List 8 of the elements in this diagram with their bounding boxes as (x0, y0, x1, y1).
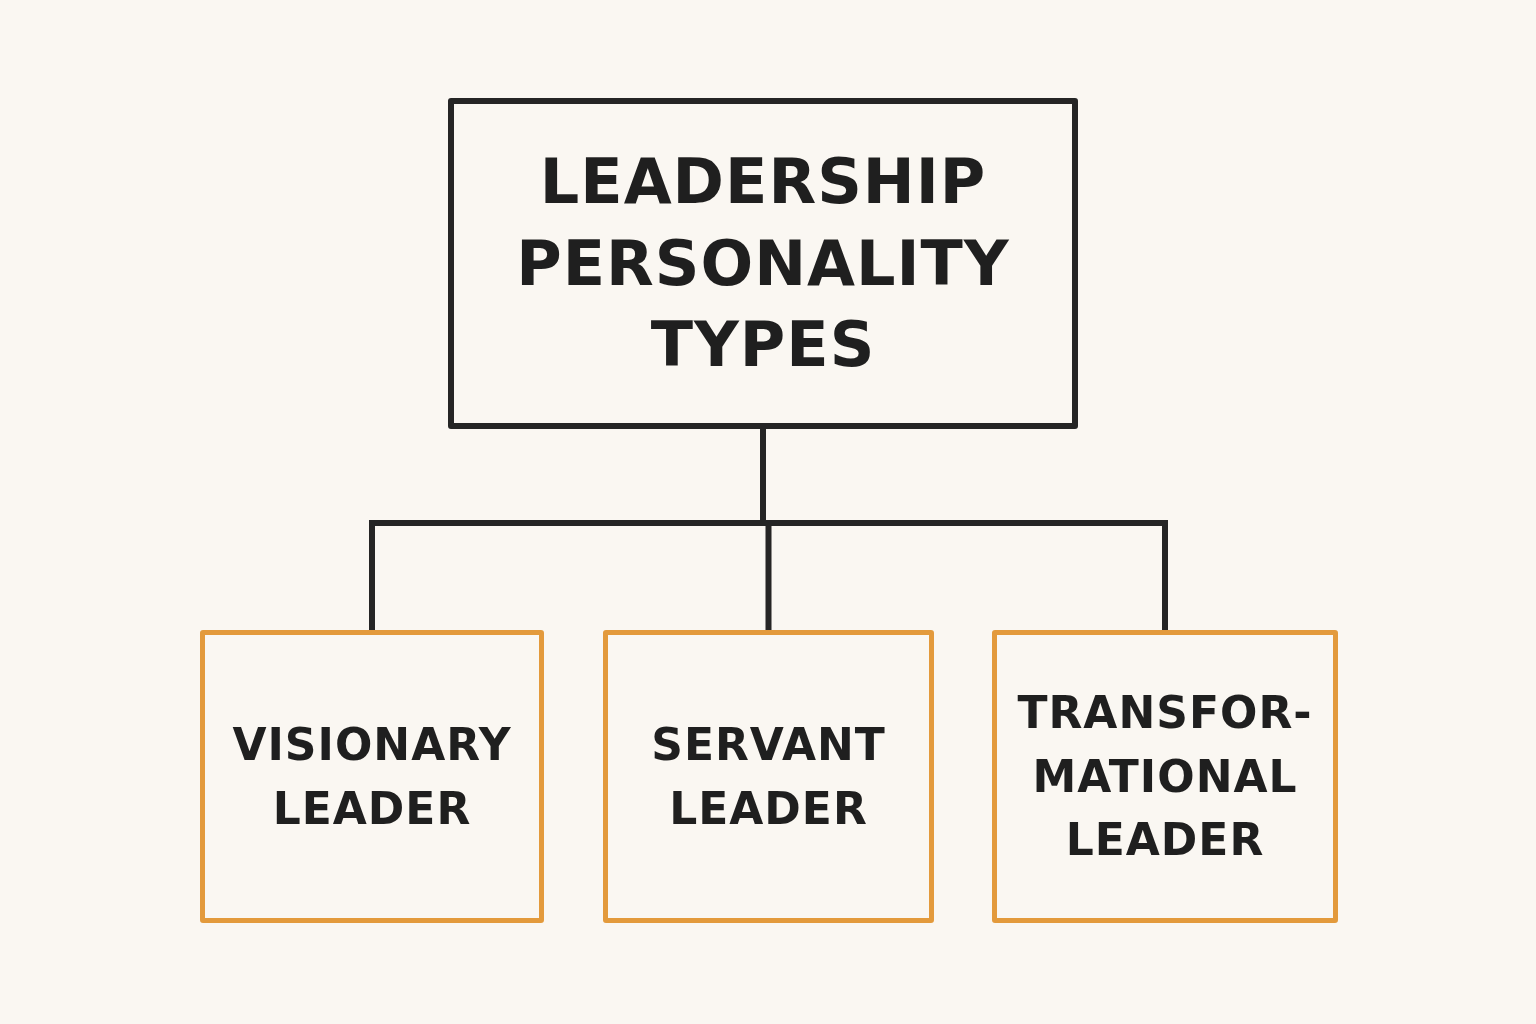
title-box (448, 98, 1078, 429)
node-label: VISIONARY LEADER (231, 717, 513, 836)
node-label: SERVANT LEADER (650, 717, 887, 836)
category-box (200, 630, 544, 923)
category-box (992, 630, 1338, 923)
node-label: TRANSFOR- MATIONAL LEADER (1016, 685, 1314, 868)
heading-text: LEADERSHIP PERSONALITY TYPES (515, 143, 1011, 384)
category-box (603, 630, 934, 923)
